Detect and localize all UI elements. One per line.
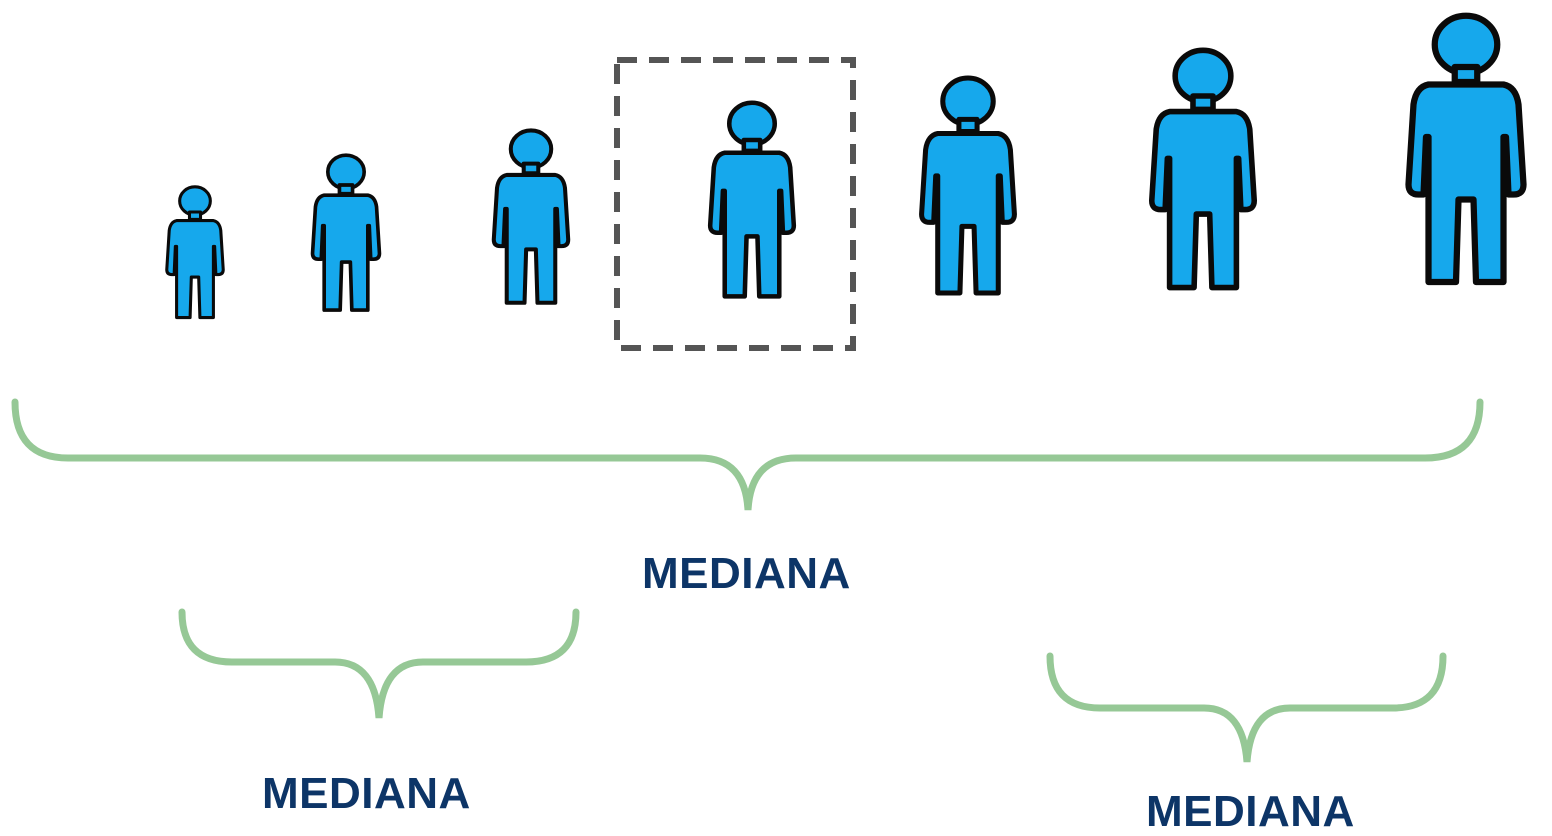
person-2-icon xyxy=(313,155,380,310)
person-6-icon xyxy=(1152,50,1254,287)
median-label-main: MEDIANA xyxy=(642,549,851,598)
median-label-upper-half: MEDIANA xyxy=(1146,787,1355,836)
brace-lower-half xyxy=(178,608,580,719)
person-4-icon xyxy=(710,103,794,297)
brace-upper-half xyxy=(1046,652,1447,763)
person-3-icon xyxy=(494,130,568,302)
median-highlight-box xyxy=(614,57,856,351)
brace-all-values xyxy=(11,398,1484,511)
person-1-icon xyxy=(167,187,223,318)
person-5-icon xyxy=(922,78,1015,293)
median-label-lower-half: MEDIANA xyxy=(262,769,471,818)
person-7-icon xyxy=(1409,16,1524,282)
